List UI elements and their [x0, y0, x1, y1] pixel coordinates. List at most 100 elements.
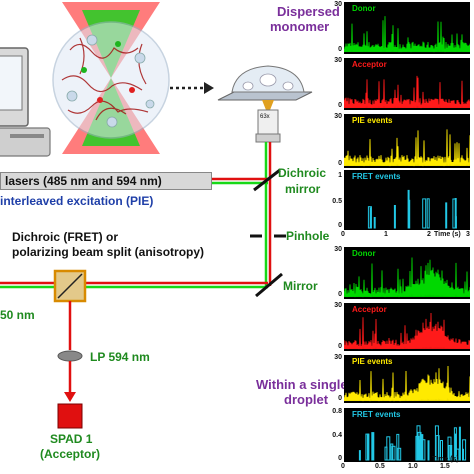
photon-trace — [344, 129, 470, 167]
photon-trace — [344, 365, 470, 402]
y-tick: 30 — [334, 354, 342, 361]
laser-beam — [210, 177, 268, 185]
trace-plot — [344, 75, 470, 109]
droplet-pie-trace — [344, 355, 470, 403]
fret-event — [373, 217, 376, 229]
dichroic-label-1: Dichroic — [278, 166, 327, 180]
x-tick: 0 — [341, 463, 345, 470]
pie-label: interleaved excitation (PIE) — [0, 194, 154, 208]
fret-event — [447, 436, 452, 461]
droplet-sphere — [52, 21, 170, 139]
fret-event — [371, 432, 374, 461]
dispersed-pie-trace — [344, 114, 470, 168]
objective-lens — [255, 100, 281, 143]
objective-label: 63x — [260, 114, 270, 120]
beam-split-label-1: Dichroic (FRET) or — [12, 230, 119, 244]
droplet-acceptor-title: Acceptor — [352, 305, 387, 314]
y-tick: 0.4 — [332, 432, 342, 439]
fret-event — [365, 433, 370, 461]
mirror-label: Mirror — [283, 279, 318, 293]
fret-event — [453, 427, 457, 461]
y-tick: 0 — [338, 395, 342, 402]
y-tick: 0 — [338, 343, 342, 350]
emission-beam — [0, 281, 268, 289]
dispersed-acceptor-trace — [344, 58, 470, 110]
zoom-arrow — [170, 82, 214, 94]
x-tick: 0 — [341, 231, 345, 238]
dispersed-heading-1: Dispersed — [277, 4, 340, 19]
fret-event — [408, 199, 411, 229]
lp-filter — [57, 350, 83, 362]
laser-box-label: lasers (485 nm and 594 nm) — [5, 174, 162, 188]
lp-label: LP 594 nm — [90, 350, 150, 364]
x-axis-label: Time (s) — [434, 231, 461, 238]
dispersed-fret-trace — [344, 170, 470, 230]
dispersed-fret-title: FRET events — [352, 172, 401, 181]
y-tick: 0 — [338, 102, 342, 109]
y-tick: 0 — [338, 455, 342, 462]
fret-event — [427, 440, 430, 461]
dispersed-donor-title: Donor — [352, 4, 376, 13]
droplet-fret-title: FRET events — [352, 410, 401, 419]
photon-trace — [344, 75, 470, 109]
trace-plot — [344, 257, 470, 298]
spad-detector — [57, 403, 83, 429]
trace-plot — [358, 425, 467, 461]
fret-event — [454, 198, 457, 229]
vertical-beam — [264, 142, 272, 286]
y-tick: 30 — [334, 1, 342, 8]
dichroic-label-2: mirror — [285, 182, 321, 196]
fret-event — [384, 446, 388, 461]
photon-trace — [344, 257, 470, 298]
y-tick: 30 — [334, 302, 342, 309]
x-axis-label: Time (s) — [432, 456, 459, 463]
trace-plot — [344, 129, 470, 167]
spad-label-1: SPAD 1 — [50, 432, 93, 446]
fret-event — [421, 434, 424, 461]
fret-event — [367, 206, 372, 229]
droplet-fret-trace — [344, 408, 470, 462]
fret-event — [397, 447, 402, 461]
pinhole-label: Pinhole — [286, 229, 330, 243]
fret-event — [434, 425, 439, 461]
x-tick: 1.5 — [440, 463, 450, 470]
x-tick: 2 — [427, 231, 431, 238]
droplet-heading-2: droplet — [284, 392, 329, 407]
x-tick: 1.0 — [408, 463, 418, 470]
spad-label-2: (Acceptor) — [40, 447, 101, 461]
x-tick: 1 — [384, 231, 388, 238]
trace-plot — [344, 365, 470, 402]
dispersed-acceptor-title: Acceptor — [352, 60, 387, 69]
droplet-donor-trace — [344, 247, 470, 299]
y-tick: 30 — [334, 57, 342, 64]
y-tick: 30 — [334, 246, 342, 253]
y-tick: 0 — [338, 46, 342, 53]
trace-plot — [367, 189, 457, 229]
laser-450-label: 50 nm — [0, 308, 35, 322]
photon-trace — [344, 312, 470, 350]
dichroic-mirror — [253, 168, 281, 192]
fret-event — [462, 439, 467, 461]
y-tick: 0.5 — [332, 198, 342, 205]
fret-event — [358, 450, 361, 461]
photon-trace — [344, 16, 470, 53]
x-tick: 0.5 — [375, 463, 385, 470]
computer-icon — [0, 47, 51, 157]
droplet-pie-title: PIE events — [352, 357, 393, 366]
droplet-heading-1: Within a single — [256, 377, 348, 392]
fret-event — [416, 425, 421, 461]
fret-event — [445, 202, 448, 229]
dispersed-heading-2: monomer — [270, 19, 330, 34]
beam-splitter — [53, 269, 87, 303]
trace-plot — [344, 312, 470, 350]
dispersed-pie-title: PIE events — [352, 116, 393, 125]
droplet-donor-title: Donor — [352, 249, 376, 258]
y-tick: 30 — [334, 113, 342, 120]
beam-split-label-2: polarizing beam split (anisotropy) — [12, 245, 205, 259]
acceptor-focus — [64, 361, 76, 402]
y-tick: 0 — [338, 291, 342, 298]
fret-event — [418, 439, 422, 461]
fret-event — [391, 445, 396, 461]
